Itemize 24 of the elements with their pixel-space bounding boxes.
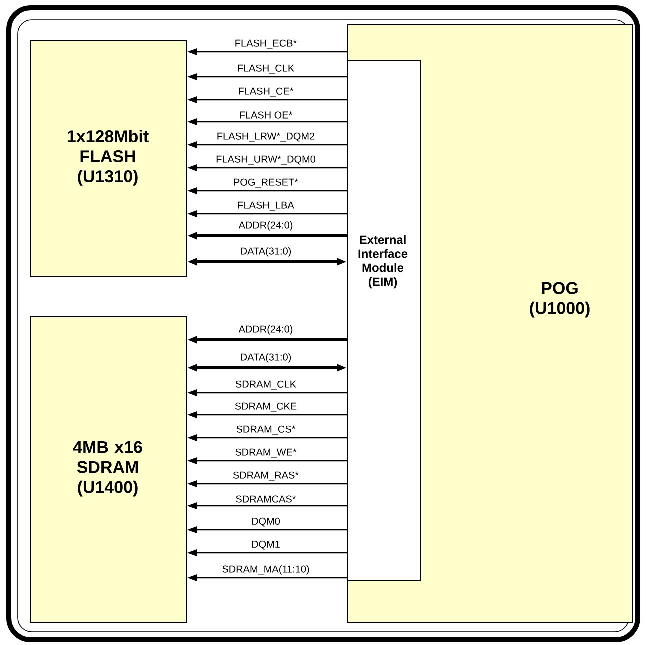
memory-box: 1x128Mbit FLASH (U1310) — [30, 40, 188, 278]
signal-label: SDRAMCAS* — [236, 496, 296, 503]
signal-label: ADDR(24:0) — [238, 221, 293, 231]
signal-label: FLASH_CLK — [238, 64, 294, 74]
signal-label: FLASH_CE* — [239, 88, 294, 97]
signal-label: FLASH_LBA — [238, 202, 294, 211]
signal-label: SDRAM_CLK — [236, 380, 296, 390]
signal-label: FLASH_LRW*_DQM2 — [218, 132, 315, 142]
signal-label: ADDR(24:0) — [238, 325, 293, 335]
signal-label: SDRAM_CKE — [235, 402, 297, 412]
signal-label: SDRAM_CS* — [236, 426, 296, 435]
signal-label: DATA(31:0) — [241, 247, 292, 257]
signal-label: POG_RESET* — [234, 178, 298, 188]
signal-label: DQM0 — [252, 518, 280, 527]
signal-label: FLASH_ECB* — [236, 40, 297, 49]
signal-label: SDRAM_RAS* — [233, 472, 299, 481]
signal-label: FLASH_URW*_DQM0 — [216, 156, 316, 165]
signal-label: DATA(31:0) — [241, 353, 292, 363]
signal-label: SDRAM_WE* — [236, 448, 297, 458]
signal-label: DQM1 — [252, 540, 280, 550]
memory-box: 4MB x16 SDRAM (U1400) — [30, 316, 188, 624]
module-box: External Interface Module (EIM) — [347, 60, 422, 582]
signal-label: SDRAM_MA(11:10) — [222, 565, 310, 575]
signal-label: FLASH OE* — [240, 112, 292, 119]
